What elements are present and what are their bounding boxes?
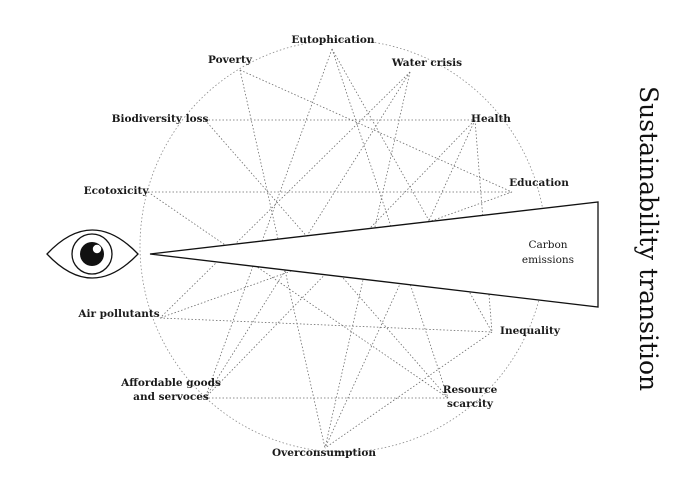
node-label-poverty-line-1: Poverty	[208, 54, 253, 66]
focus-label-line-2: emissions	[522, 254, 574, 266]
link-health-to-overconsumption	[324, 119, 476, 449]
link-inequality-to-overconsumption	[324, 331, 493, 449]
node-resource-scarcity: Resource scarcity	[443, 384, 498, 410]
node-poverty: Poverty	[208, 54, 253, 66]
node-air-pollutants: Air pollutants	[77, 308, 159, 320]
diagram-title: Sustainability transition	[634, 86, 663, 391]
node-health: Health	[471, 113, 511, 125]
view-cone	[149, 201, 599, 308]
node-water-crisis: Water crisis	[391, 57, 462, 69]
node-label-overconsumption-line-1: Overconsumption	[272, 447, 376, 459]
node-label-resource-scarcity-line-1: Resource	[443, 384, 498, 396]
link-water-crisis-to-affordable-goods	[204, 71, 411, 399]
node-eutophication: Eutophication	[291, 34, 374, 46]
focus-label: Carbon emissions	[522, 239, 574, 266]
node-label-resource-scarcity-line-2: scarcity	[447, 398, 494, 410]
node-ecotoxicity: Ecotoxicity	[84, 185, 150, 197]
link-eutophication-to-affordable-goods	[204, 48, 333, 399]
link-water-crisis-to-air-pollutants	[159, 71, 411, 319]
node-label-ecotoxicity-line-1: Ecotoxicity	[84, 185, 150, 197]
node-inequality: Inequality	[500, 325, 561, 337]
node-label-inequality-line-1: Inequality	[500, 325, 561, 337]
node-label-biodiversity-loss-line-1: Biodiversity loss	[112, 113, 209, 125]
node-label-affordable-goods-line-2: and servoces	[133, 391, 209, 403]
link-poverty-to-education	[239, 69, 513, 193]
eye-icon	[46, 229, 139, 279]
link-air-pollutants-to-inequality	[159, 317, 493, 333]
node-overconsumption: Overconsumption	[272, 447, 376, 459]
node-biodiversity-loss: Biodiversity loss	[112, 113, 209, 125]
node-label-water-crisis-line-1: Water crisis	[391, 57, 462, 69]
link-ecotoxicity-to-resource-scarcity	[147, 191, 449, 399]
node-label-air-pollutants-line-1: Air pollutants	[77, 308, 159, 320]
node-label-affordable-goods-line-1: Affordable goods	[120, 377, 221, 389]
node-education: Education	[509, 177, 569, 189]
node-label-eutophication-line-1: Eutophication	[291, 34, 374, 46]
node-label-health-line-1: Health	[471, 113, 511, 125]
node-label-education-line-1: Education	[509, 177, 569, 189]
focus-label-line-1: Carbon	[528, 239, 567, 251]
node-affordable-goods: Affordable goods and servoces	[120, 377, 221, 403]
